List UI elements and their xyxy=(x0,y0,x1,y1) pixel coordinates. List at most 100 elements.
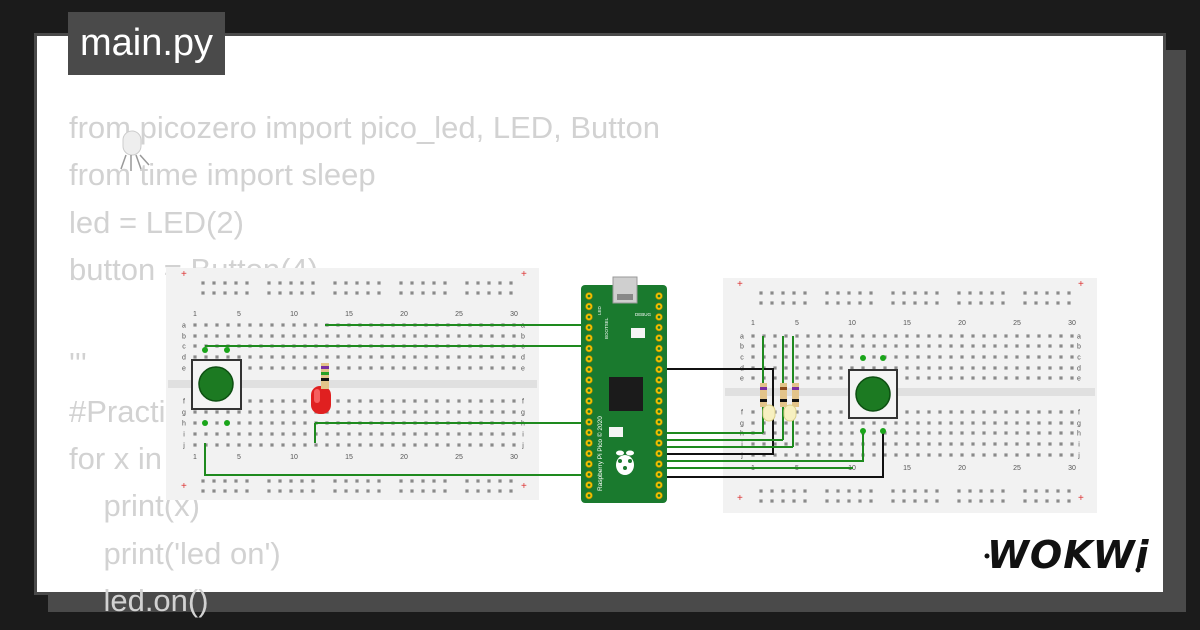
wire xyxy=(204,443,588,476)
rail-hole xyxy=(465,489,469,493)
column-label: 5 xyxy=(237,454,241,461)
breadboard-hole xyxy=(905,334,909,338)
breadboard-hole xyxy=(960,366,964,370)
rail-hole xyxy=(311,291,315,295)
rail-hole xyxy=(311,489,315,493)
breadboard-hole xyxy=(204,323,208,327)
plus-mark: + xyxy=(521,269,527,280)
rail-hole xyxy=(924,301,928,305)
breadboard-hole xyxy=(435,432,439,436)
breadboard-hole xyxy=(839,453,843,457)
resistor-right-2 xyxy=(780,383,787,407)
breadboard-hole xyxy=(237,355,241,359)
breadboard-hole xyxy=(1015,355,1019,359)
file-tab[interactable]: main.py xyxy=(68,12,226,75)
breadboard-hole xyxy=(336,334,340,338)
rail-hole xyxy=(267,281,271,285)
rail-hole xyxy=(913,489,917,493)
breadboard-hole xyxy=(402,432,406,436)
pico-pin-hole xyxy=(657,315,661,319)
rail-hole xyxy=(399,291,403,295)
breadboard-hole xyxy=(751,410,755,414)
breadboard-hole xyxy=(270,366,274,370)
red-led[interactable] xyxy=(311,386,331,414)
breadboard-hole xyxy=(402,366,406,370)
breadboard-hole xyxy=(292,366,296,370)
column-label: 10 xyxy=(848,320,856,327)
breadboard-hole xyxy=(380,410,384,414)
breadboard-hole xyxy=(391,399,395,403)
breadboard-hole xyxy=(872,366,876,370)
breadboard-hole xyxy=(993,334,997,338)
breadboard-hole xyxy=(773,355,777,359)
breadboard-hole xyxy=(828,431,832,435)
breadboard-hole xyxy=(490,410,494,414)
pico-pin-hole xyxy=(587,483,591,487)
pico-pin-hole xyxy=(657,420,661,424)
push-button-right[interactable] xyxy=(848,355,898,434)
breadboard-hole xyxy=(457,355,461,359)
rgb-led[interactable] xyxy=(120,130,150,171)
breadboard-hole xyxy=(435,399,439,403)
breadboard-hole xyxy=(1004,366,1008,370)
breadboard-hole xyxy=(839,431,843,435)
breadboard-hole xyxy=(1004,431,1008,435)
breadboard-hole xyxy=(905,355,909,359)
push-button-left[interactable] xyxy=(191,347,242,426)
breadboard-hole xyxy=(784,334,788,338)
row-label: d xyxy=(1077,366,1081,373)
breadboard-hole xyxy=(949,344,953,348)
rail-hole xyxy=(1023,489,1027,493)
rail-hole xyxy=(278,291,282,295)
pico-pin-hole xyxy=(587,294,591,298)
breadboard-hole xyxy=(850,453,854,457)
breadboard-hole xyxy=(314,323,318,327)
breadboard-hole xyxy=(916,366,920,370)
plus-mark: + xyxy=(1078,493,1084,504)
rail-hole xyxy=(781,291,785,295)
breadboard-hole xyxy=(795,366,799,370)
breadboard-hole xyxy=(501,410,505,414)
breadboard-hole xyxy=(490,399,494,403)
breadboard-hole xyxy=(413,410,417,414)
breadboard-hole xyxy=(501,355,505,359)
breadboard-hole xyxy=(817,366,821,370)
breadboard-hole xyxy=(457,399,461,403)
breadboard-hole xyxy=(773,376,777,380)
rail-hole xyxy=(366,489,370,493)
pico-pin-hole xyxy=(657,294,661,298)
rail-hole xyxy=(979,301,983,305)
breadboard-hole xyxy=(839,334,843,338)
breadboard-hole xyxy=(303,410,307,414)
breadboard-hole xyxy=(817,355,821,359)
rail-hole xyxy=(935,499,939,503)
breadboard-hole xyxy=(927,355,931,359)
pico-pin-hole xyxy=(587,305,591,308)
row-label: a xyxy=(740,334,744,341)
breadboard-hole xyxy=(314,334,318,338)
rail-hole xyxy=(847,489,851,493)
breadboard-hole xyxy=(490,355,494,359)
breadboard-hole xyxy=(894,344,898,348)
breadboard-hole xyxy=(457,366,461,370)
rail-hole xyxy=(234,291,238,295)
breadboard-hole xyxy=(314,355,318,359)
rail-hole xyxy=(902,291,906,295)
breadboard-hole xyxy=(784,453,788,457)
breadboard-hole xyxy=(1026,410,1030,414)
rail-hole xyxy=(1034,499,1038,503)
raspberry-pi-pico[interactable]: Raspberry Pi Pico © 2020 LED BOOTSEL DEB… xyxy=(581,276,667,503)
rail-hole xyxy=(1056,301,1060,305)
breadboard-hole xyxy=(347,410,351,414)
pico-pin-hole xyxy=(657,399,661,403)
breadboard-hole xyxy=(850,442,854,446)
row-label: h xyxy=(182,421,186,428)
code-line: led.on() xyxy=(69,582,209,618)
rail-hole xyxy=(344,281,348,285)
breadboard-hole xyxy=(380,366,384,370)
breadboard-hole xyxy=(916,334,920,338)
rail-hole xyxy=(770,291,774,295)
breadboard-hole xyxy=(938,410,942,414)
breadboard-hole xyxy=(391,432,395,436)
